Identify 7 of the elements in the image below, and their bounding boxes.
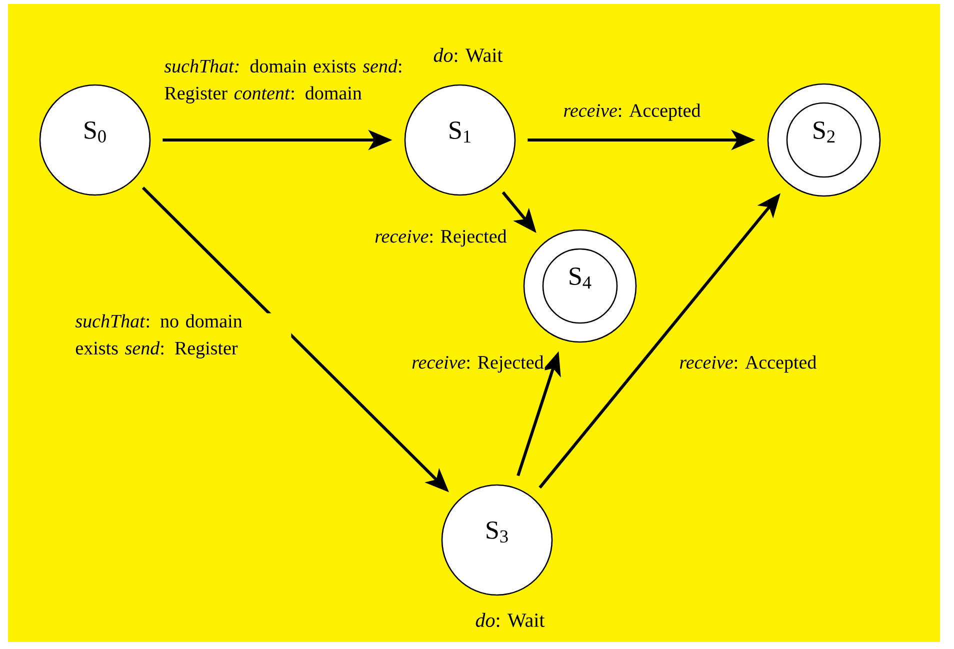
edge-label: receive: Rejected (410, 354, 545, 374)
state-activity: do: Wait (434, 48, 503, 62)
state-activity: do: Wait (476, 612, 545, 628)
edge-label: receive: Accepted (562, 102, 702, 122)
edge-label: suchThat: no domain exists send: Register (74, 313, 292, 360)
edge-label: receive: Rejected (374, 228, 508, 248)
edge-label: receive: Accepted (678, 354, 818, 374)
